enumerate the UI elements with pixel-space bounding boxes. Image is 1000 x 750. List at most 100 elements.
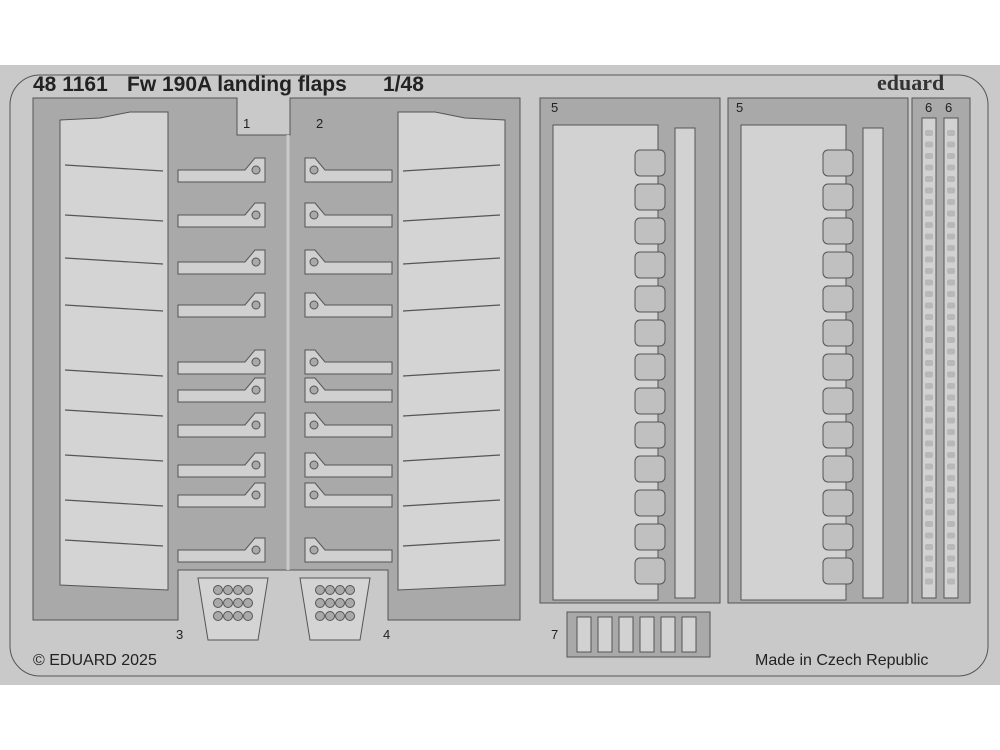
part-6-slot [947, 141, 955, 148]
part-6-slot [925, 268, 933, 274]
part-4-hole [345, 611, 355, 621]
part-6-slot [925, 394, 933, 401]
flap-rib [402, 539, 501, 547]
part-6-slot [925, 521, 933, 527]
part-6-slot [925, 153, 933, 159]
part-4-hole [325, 585, 335, 595]
part-label-4: 4 [383, 627, 391, 642]
part-label-5a: 5 [551, 100, 559, 115]
part-label-6b: 6 [945, 100, 953, 115]
part-3 [197, 577, 269, 641]
part-3-hole [233, 585, 243, 595]
copyright-text: © EDUARD 2025 [33, 652, 157, 669]
bracket-hole [309, 257, 319, 267]
part-6-slot [947, 394, 955, 401]
part-5-strip [674, 127, 696, 599]
part-6-slot [947, 544, 955, 550]
part-5-cell [634, 285, 666, 313]
part-6-slot [925, 130, 933, 136]
bracket-part-1 [177, 349, 266, 375]
flap-rib [402, 164, 501, 172]
bracket-hole [251, 420, 261, 430]
part-6-slot [925, 302, 933, 309]
part-6-slot [947, 371, 955, 378]
flap-left [59, 111, 169, 591]
bracket-hole [251, 210, 261, 220]
part-4-hole [345, 585, 355, 595]
part-6-slot [947, 452, 955, 458]
part-4-hole [325, 611, 335, 621]
part-6-slot [947, 314, 955, 320]
part-5-cell [634, 319, 666, 347]
bracket-hole [309, 490, 319, 500]
part-7-piece [660, 616, 676, 653]
flap-rib [64, 214, 164, 222]
part-6-recess [911, 97, 971, 604]
part-6-slot [925, 291, 933, 297]
part-3-hole [213, 585, 223, 595]
part-6-slot [925, 337, 933, 343]
part-4-hole [315, 585, 325, 595]
product-code: 48 1161 [33, 73, 108, 96]
flap-rib [402, 409, 501, 417]
part-6-slot [925, 233, 933, 240]
part-6-slot [947, 406, 955, 412]
part-5-cell [822, 251, 854, 279]
part-6-slot [947, 348, 955, 355]
part-4-hole [325, 598, 335, 608]
part-3-hole [243, 598, 253, 608]
part-5-cell [822, 489, 854, 517]
bracket-hole [309, 460, 319, 470]
bracket-hole [251, 257, 261, 267]
bracket-part-1 [177, 157, 266, 183]
product-name: Fw 190A landing flaps [127, 73, 347, 96]
bracket-hole [251, 385, 261, 395]
part-6-slot [947, 555, 955, 562]
part-label-2: 2 [316, 116, 324, 131]
part-6-slot [947, 325, 955, 332]
part-5-cell [822, 319, 854, 347]
part-6-slot [925, 475, 933, 481]
part-6-slot [947, 164, 955, 171]
part-3-hole [243, 585, 253, 595]
part-5-strip [862, 127, 884, 599]
part-5-cell [822, 183, 854, 211]
bracket-hole [251, 300, 261, 310]
part-6-slot [925, 532, 933, 539]
part-6-slot [947, 463, 955, 470]
flap-rib [64, 304, 164, 312]
part-6-slot [925, 348, 933, 355]
part-6-slot [925, 417, 933, 424]
part-6-slot [925, 498, 933, 504]
part-6-slot [947, 279, 955, 286]
part-label-1: 1 [243, 116, 251, 131]
part-6-slot [925, 256, 933, 263]
part-6-slot [947, 130, 955, 136]
bracket-part-1 [177, 482, 266, 508]
part-6-slot [947, 567, 955, 573]
bracket-hole [309, 545, 319, 555]
bracket-hole [309, 357, 319, 367]
bracket-part-2 [304, 202, 393, 228]
part-5-cell [634, 353, 666, 381]
bracket-part-1 [177, 537, 266, 563]
part-6-slot [947, 210, 955, 217]
part-6-slot [947, 187, 955, 194]
part-6-slot [947, 429, 955, 435]
part-6-slot [947, 256, 955, 263]
bracket-hole [309, 300, 319, 310]
part-5-cell [634, 217, 666, 245]
part-6-slot [925, 176, 933, 182]
part-5-cell [634, 251, 666, 279]
part-6-slot [947, 268, 955, 274]
part-6-slot [925, 245, 933, 251]
part-5-cell [634, 183, 666, 211]
part-6-slot [925, 210, 933, 217]
part-7-piece [618, 616, 634, 653]
bracket-hole [251, 460, 261, 470]
part-7-piece [639, 616, 655, 653]
part-7-piece [681, 616, 697, 653]
bracket-part-1 [177, 292, 266, 318]
flap-rib [64, 409, 164, 417]
part-7-piece [597, 616, 613, 653]
